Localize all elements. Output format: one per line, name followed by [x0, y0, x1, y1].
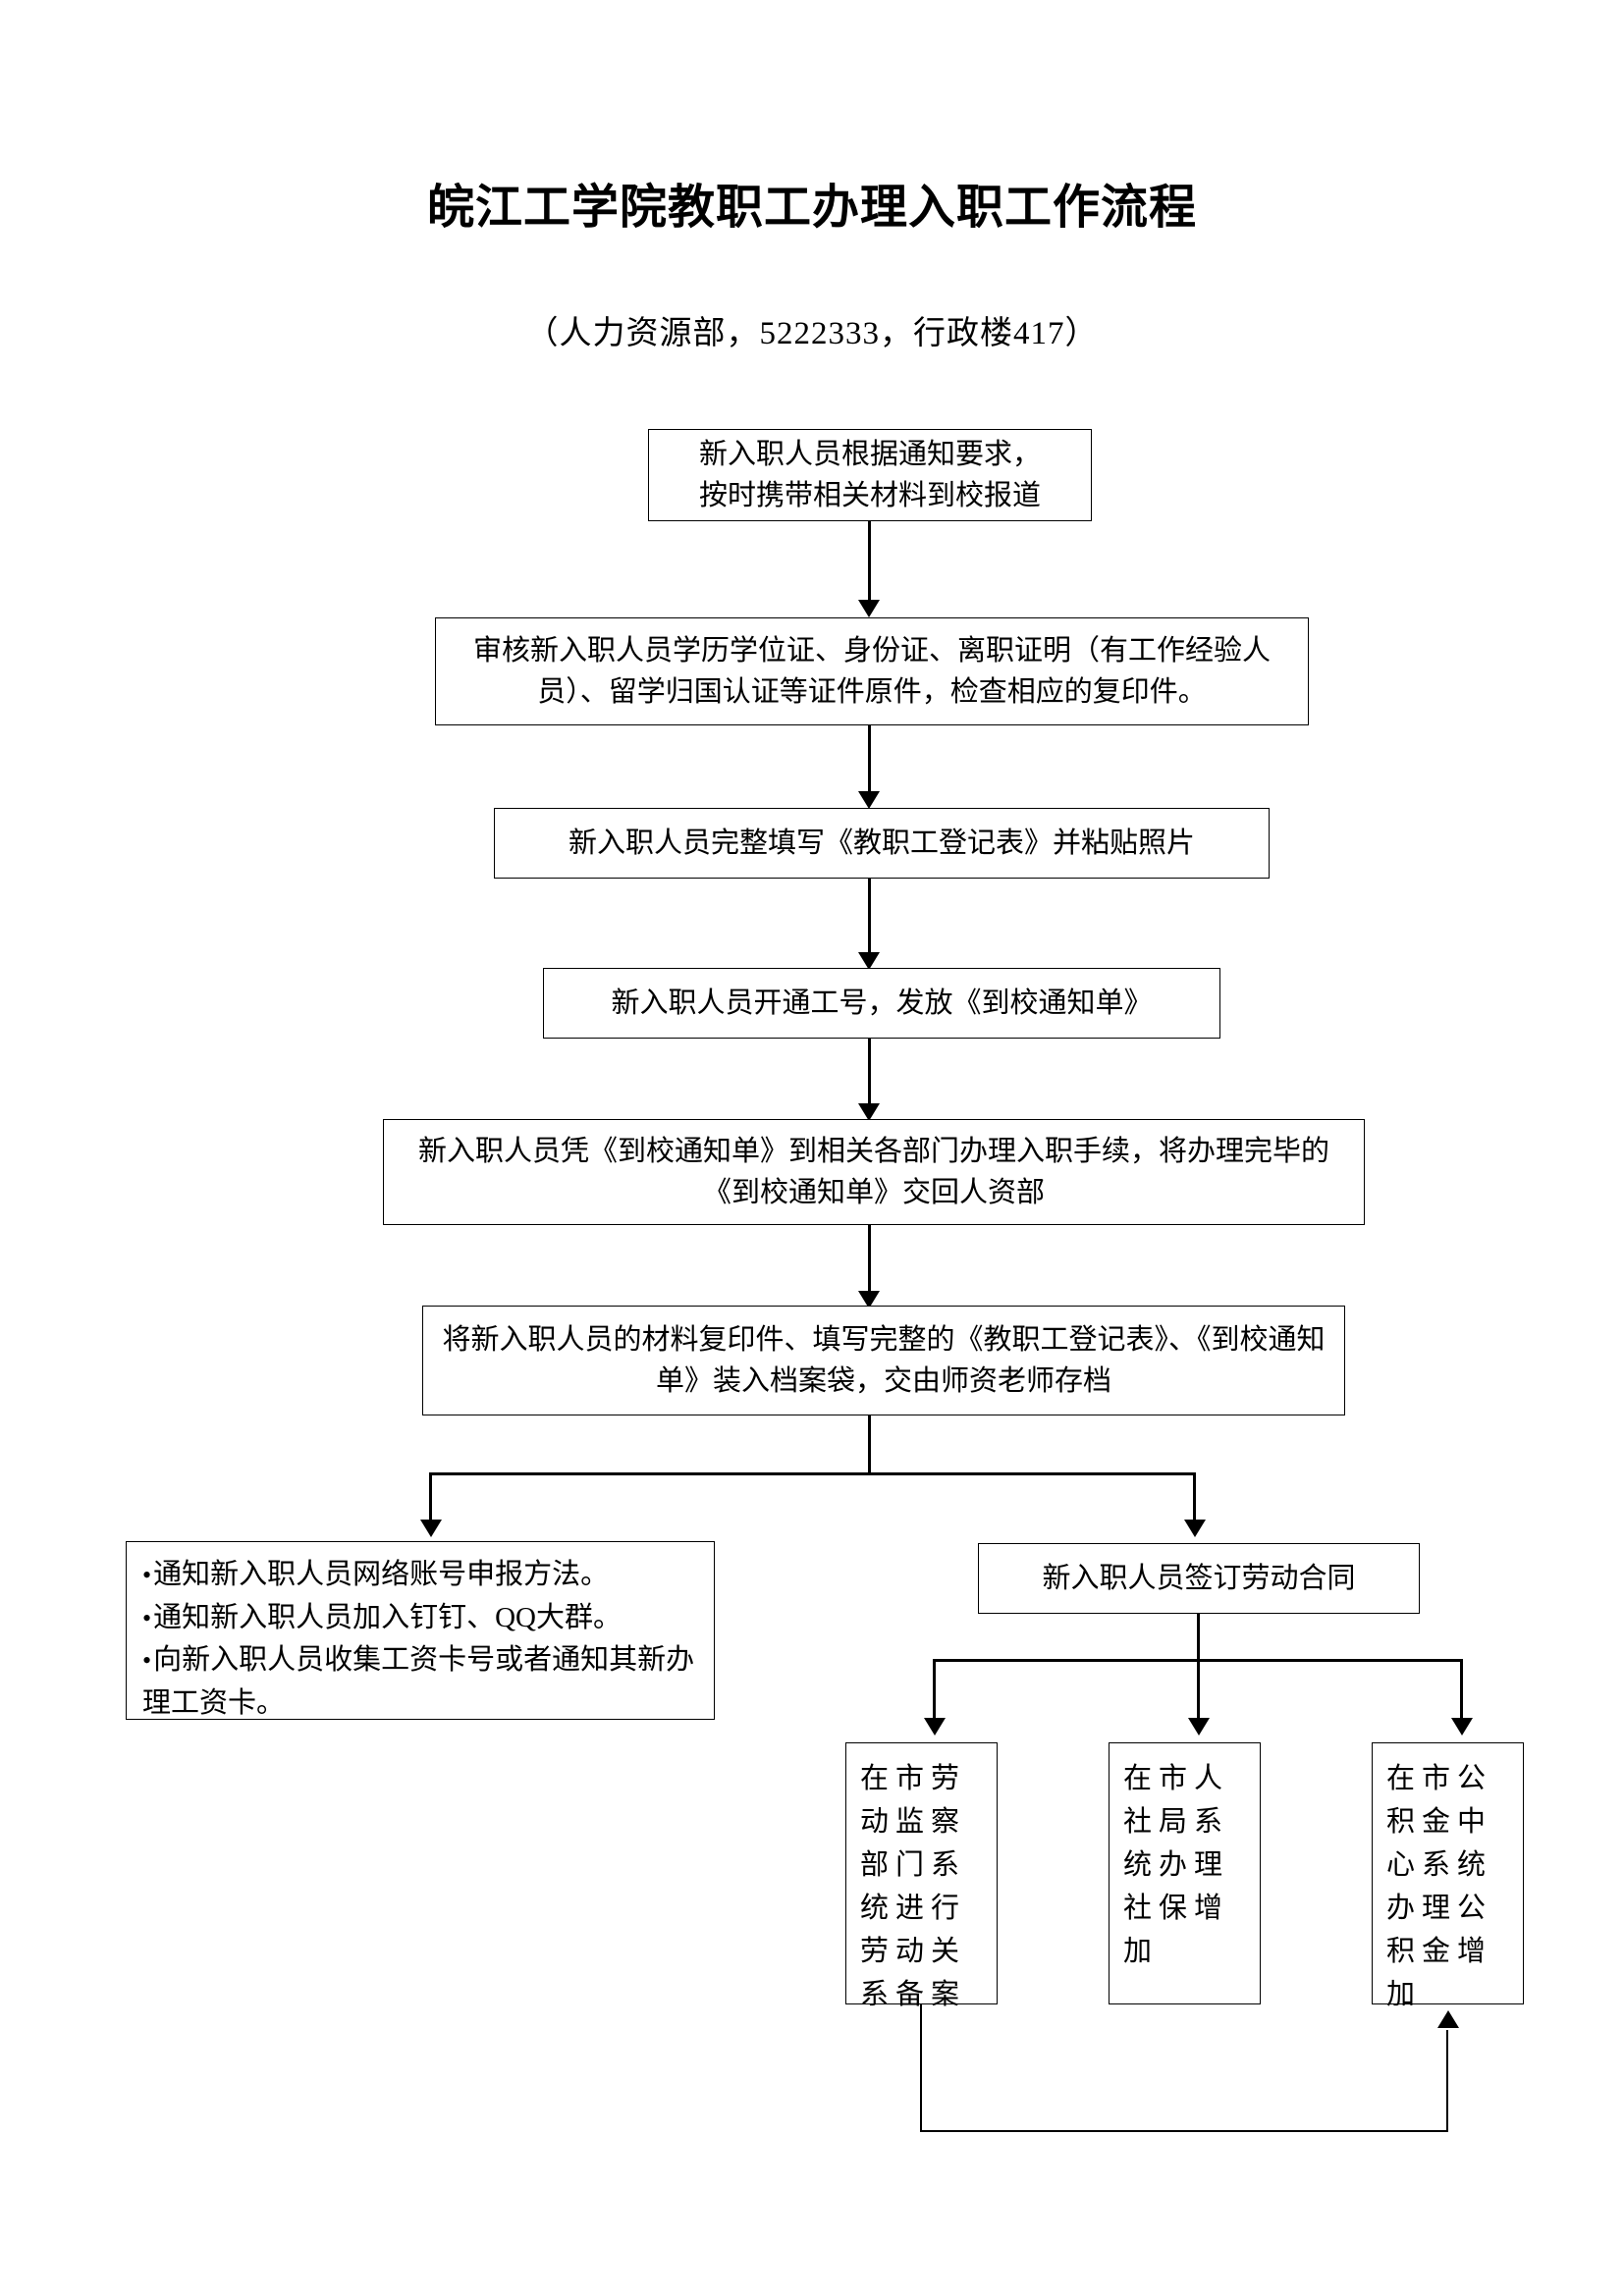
housing-fund-text: 在市公积金中心系统办理公积金增加: [1386, 1763, 1493, 2011]
step-4-text: 新入职人员开通工号，发放《到校通知单》: [611, 987, 1153, 1019]
arrow-step4-step5: [858, 1103, 880, 1121]
list-item: 通知新入职人员加入钉钉、QQ大群。: [142, 1597, 700, 1640]
process-box-step-5: 新入职人员凭《到校通知单》到相关各部门办理入职手续，将办理完毕的《到校通知单》交…: [383, 1119, 1365, 1225]
connector-to-contract: [1193, 1472, 1196, 1531]
connector-to-housing-fund: [1460, 1659, 1463, 1730]
arrow-step1-step2: [858, 600, 880, 617]
notice-list-box: 通知新入职人员网络账号申报方法。 通知新入职人员加入钉钉、QQ大群。 向新入职人…: [126, 1541, 715, 1720]
connector-feedback-down: [920, 2004, 922, 2132]
arrow-step3-step4: [858, 952, 880, 970]
connector-to-social-insurance: [1197, 1659, 1200, 1730]
process-box-housing-fund: 在市公积金中心系统办理公积金增加: [1372, 1742, 1524, 2010]
process-box-social-insurance: 在市人社局系统办理社保增加: [1109, 1742, 1261, 2004]
step-5-text: 新入职人员凭《到校通知单》到相关各部门办理入职手续，将办理完毕的《到校通知单》交…: [417, 1135, 1329, 1208]
connector-to-labor-record: [933, 1659, 936, 1730]
step-1-text: 新入职人员根据通知要求，按时携带相关材料到校报道: [698, 438, 1041, 511]
page-subtitle: （人力资源部，5222333，行政楼417）: [525, 316, 1099, 351]
step-6-text: 将新入职人员的材料复印件、填写完整的《教职工登记表》、《到校通知单》装入档案袋，…: [442, 1323, 1326, 1397]
step-3-text: 新入职人员完整填写《教职工登记表》并粘贴照片: [568, 827, 1195, 859]
arrow-to-notice-list: [420, 1520, 442, 1537]
connector-step2-step3: [868, 725, 871, 804]
arrow-step2-step3: [858, 791, 880, 809]
list-item: 向新入职人员收集工资卡号或者通知其新办理工资卡。: [142, 1639, 700, 1725]
process-box-step-4: 新入职人员开通工号，发放《到校通知单》: [543, 968, 1220, 1039]
arrow-step5-step6: [858, 1291, 880, 1308]
connector-feedback-across: [920, 2130, 1448, 2132]
arrow-to-social-insurance: [1188, 1718, 1210, 1735]
connector-step5-step6: [868, 1225, 871, 1308]
process-box-contract: 新入职人员签订劳动合同: [978, 1543, 1420, 1614]
arrow-to-housing-fund: [1451, 1718, 1473, 1735]
process-box-step-2: 审核新入职人员学历学位证、身份证、离职证明（有工作经验人员）、留学归国认证等证件…: [435, 617, 1309, 725]
arrow-to-labor-record: [924, 1718, 946, 1735]
connector-feedback-up: [1446, 2030, 1448, 2132]
connector-contract-stem: [1197, 1614, 1200, 1661]
step-2-text: 审核新入职人员学历学位证、身份证、离职证明（有工作经验人员）、留学归国认证等证件…: [472, 634, 1271, 708]
process-box-step-3: 新入职人员完整填写《教职工登记表》并粘贴照片: [494, 808, 1270, 879]
social-insurance-text: 在市人社局系统办理社保增加: [1123, 1763, 1230, 1968]
contract-text: 新入职人员签订劳动合同: [1042, 1562, 1356, 1594]
list-item: 通知新入职人员网络账号申报方法。: [142, 1554, 700, 1597]
labor-record-text: 在市劳动监察部门系统进行劳动关系备案: [860, 1763, 967, 2011]
connector-step6-stem: [868, 1415, 871, 1474]
page-title: 皖江工学院教职工办理入职工作流程: [426, 182, 1197, 234]
arrow-feedback-to-housing-fund: [1437, 2010, 1459, 2028]
connector-to-notice-list: [429, 1472, 432, 1531]
arrow-to-contract: [1184, 1520, 1206, 1537]
process-box-step-1: 新入职人员根据通知要求，按时携带相关材料到校报道: [648, 429, 1092, 521]
connector-step3-step4: [868, 879, 871, 963]
connector-step1-step2: [868, 521, 871, 606]
process-box-step-6: 将新入职人员的材料复印件、填写完整的《教职工登记表》、《到校通知单》装入档案袋，…: [422, 1306, 1345, 1415]
connector-step6-split: [429, 1472, 1195, 1475]
connector-step4-step5: [868, 1039, 871, 1117]
process-box-labor-record: 在市劳动监察部门系统进行劳动关系备案: [845, 1742, 998, 2010]
